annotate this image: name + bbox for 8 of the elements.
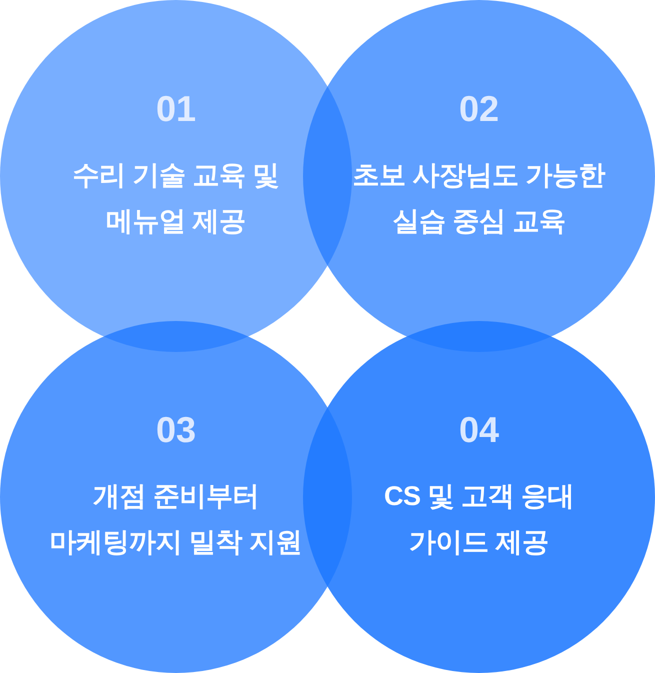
step-number: 04 [458,409,500,451]
step-text: CS 및 고객 응대 가이드 제공 [382,480,575,559]
step-number: 02 [458,88,500,130]
step-number: 03 [156,409,196,451]
step-text: 수리 기술 교육 및 메뉴얼 제공 [72,159,280,238]
step-text: 개점 준비부터 마케팅까지 밀착 지원 [48,480,304,559]
step-number: 01 [156,88,196,130]
step-text: 초보 사장님도 가능한 실습 중심 교육 [352,159,606,238]
